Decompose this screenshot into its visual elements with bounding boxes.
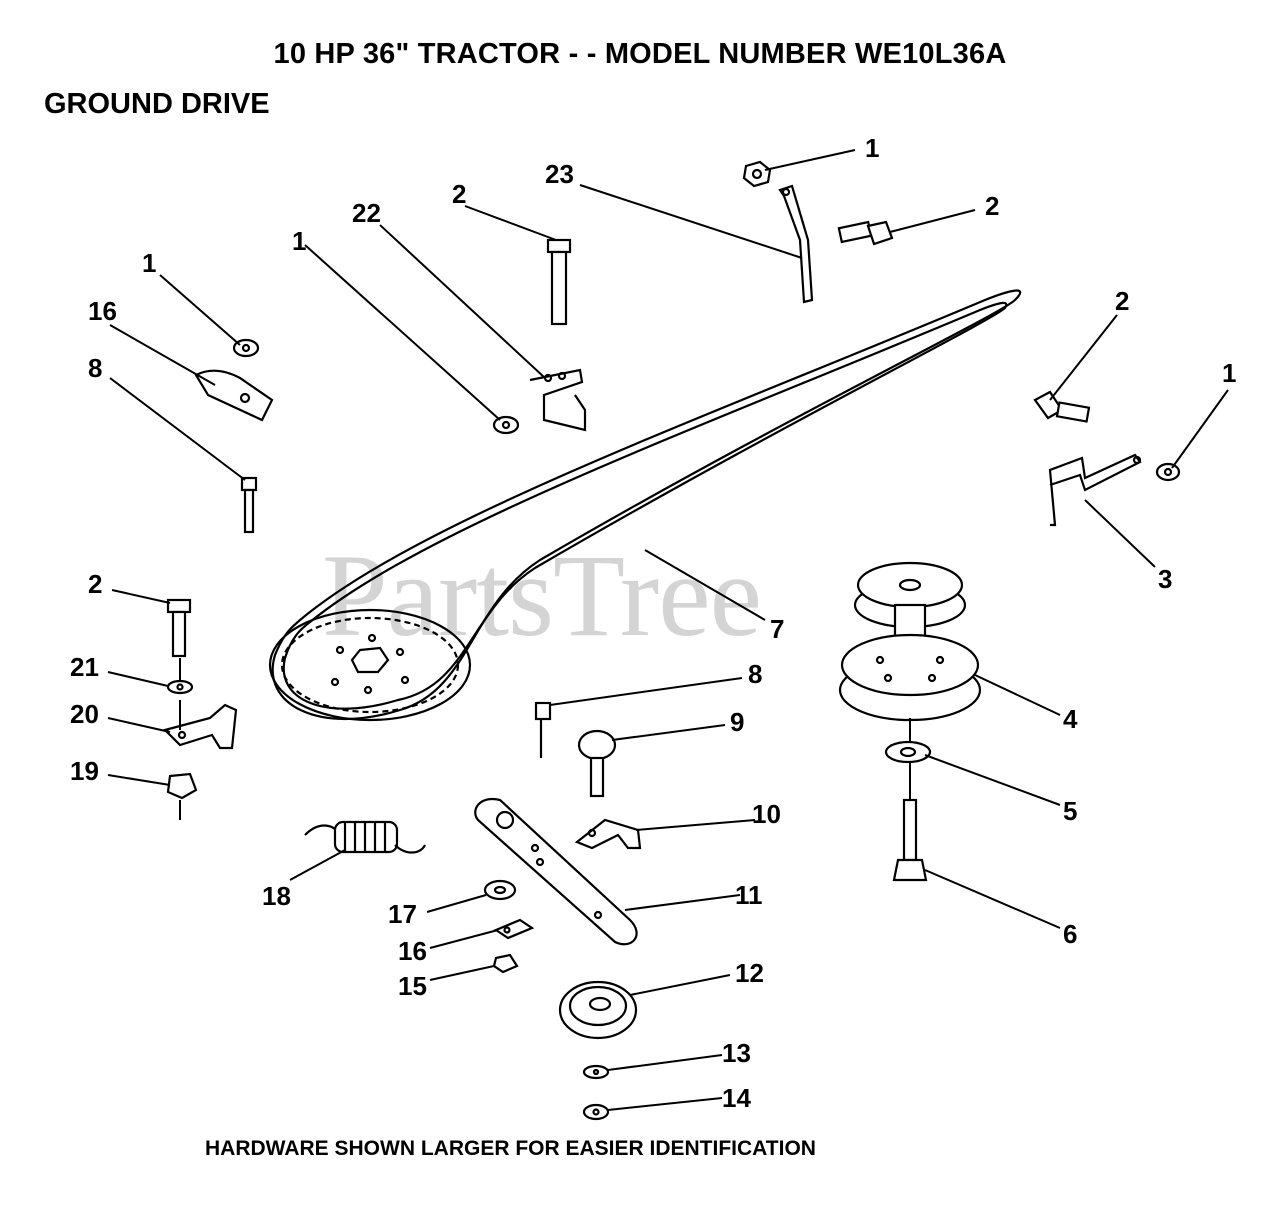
part-20-bracket[interactable] xyxy=(162,703,238,750)
callout-22: 22 xyxy=(352,198,381,228)
callout-9: 9 xyxy=(730,707,744,737)
part-6-bolt[interactable] xyxy=(892,798,928,882)
part-21-washer[interactable] xyxy=(166,679,194,695)
part-8-stud-left[interactable] xyxy=(240,476,258,534)
part-2-bolt-left[interactable] xyxy=(166,598,192,658)
callout-20: 20 xyxy=(70,699,99,729)
callout-1: 1 xyxy=(142,248,156,278)
part-1-nut-top[interactable] xyxy=(742,160,772,188)
callout-7: 7 xyxy=(770,614,784,644)
callout-6: 6 xyxy=(1063,919,1077,949)
callout-23: 23 xyxy=(545,159,574,189)
part-19-nut[interactable] xyxy=(166,772,198,800)
callout-21: 21 xyxy=(70,652,99,682)
part-16-clip-left[interactable] xyxy=(194,369,274,422)
footer-note: HARDWARE SHOWN LARGER FOR EASIER IDENTIF… xyxy=(205,1137,816,1160)
part-13-washer[interactable] xyxy=(582,1064,610,1080)
page-title: 10 HP 36" TRACTOR - - MODEL NUMBER WE10L… xyxy=(273,38,1007,70)
callout-13: 13 xyxy=(722,1038,751,1068)
section-heading: GROUND DRIVE xyxy=(44,88,270,120)
callout-12: 12 xyxy=(735,958,764,988)
callout-8: 8 xyxy=(88,353,102,383)
callout-17: 17 xyxy=(388,899,417,929)
part-16-clip-center[interactable] xyxy=(493,918,535,940)
part-15-nut[interactable] xyxy=(492,953,519,974)
callout-2: 2 xyxy=(88,569,102,599)
watermark: PartsTree xyxy=(322,530,762,661)
callout-1: 1 xyxy=(865,133,879,163)
part-1-nut-right[interactable] xyxy=(1155,462,1181,482)
callout-2: 2 xyxy=(1115,286,1129,316)
part-10-bracket[interactable] xyxy=(574,818,642,850)
callout-15: 15 xyxy=(398,971,427,1001)
callout-1: 1 xyxy=(292,226,306,256)
callout-2: 2 xyxy=(452,179,466,209)
leader-lines xyxy=(107,149,1229,1111)
callout-8: 8 xyxy=(748,659,762,689)
callout-5: 5 xyxy=(1063,796,1077,826)
callout-16: 16 xyxy=(398,936,427,966)
part-3-rod[interactable] xyxy=(1048,453,1142,527)
part-2-bolt-top-center[interactable] xyxy=(546,238,572,326)
callout-2: 2 xyxy=(985,191,999,221)
callouts: 1 23 2 2 22 1 1 16 8 2 1 3 7 4 5 6 2 21 … xyxy=(70,133,1236,1113)
part-14-nut[interactable] xyxy=(582,1103,610,1121)
part-23-rod[interactable] xyxy=(778,184,814,304)
part-4-pulley[interactable] xyxy=(838,561,982,722)
part-22-bracket[interactable] xyxy=(529,368,587,432)
callout-3: 3 xyxy=(1158,564,1172,594)
part-17-spacer[interactable] xyxy=(483,879,517,901)
part-5-washer[interactable] xyxy=(884,740,932,764)
part-11-idler-arm[interactable] xyxy=(474,797,638,946)
part-2-bolt-top-right[interactable] xyxy=(837,220,894,246)
part-7-drive-belt[interactable] xyxy=(268,289,1022,722)
callout-19: 19 xyxy=(70,756,99,786)
part-1-nut-center[interactable] xyxy=(492,415,520,435)
part-9-carriage-bolt[interactable] xyxy=(577,729,617,798)
callout-16: 16 xyxy=(88,296,117,326)
callout-11: 11 xyxy=(735,880,763,910)
callout-14: 14 xyxy=(722,1083,751,1113)
part-2-bolt-right[interactable] xyxy=(1033,390,1091,423)
callout-4: 4 xyxy=(1063,704,1078,734)
callout-1: 1 xyxy=(1222,358,1236,388)
part-12-idler-pulley[interactable] xyxy=(558,980,638,1040)
part-8-stud-center[interactable] xyxy=(534,701,552,758)
callout-18: 18 xyxy=(262,881,291,911)
callout-10: 10 xyxy=(752,799,781,829)
part-18-spring[interactable] xyxy=(304,820,426,854)
